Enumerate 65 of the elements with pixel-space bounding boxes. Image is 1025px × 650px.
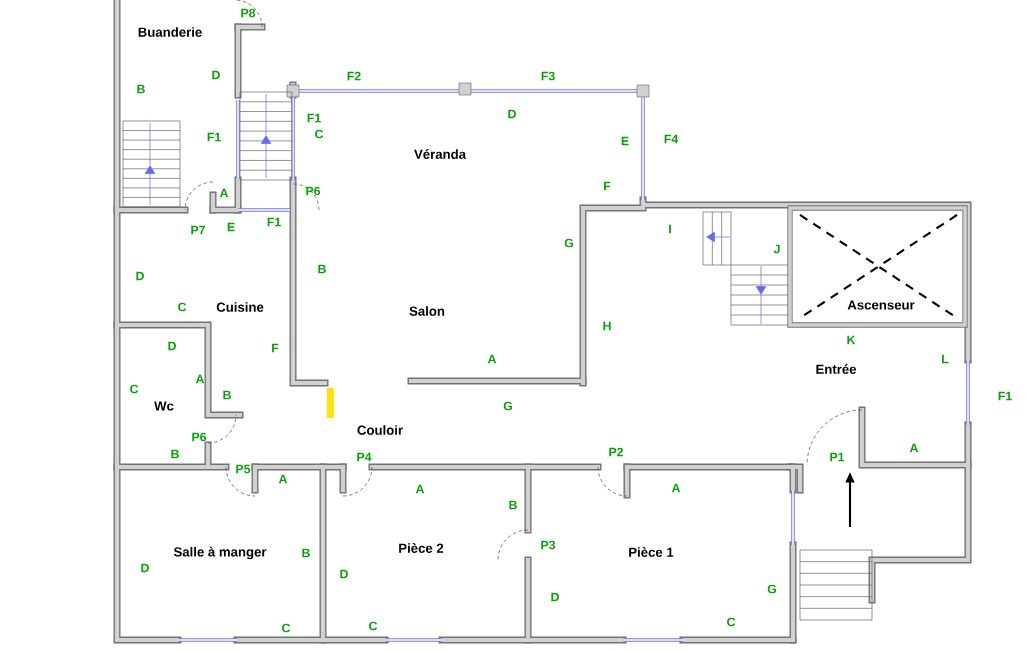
wall-label: B [223, 390, 231, 400]
wall-label: C [727, 617, 736, 627]
wall-label: F3 [541, 71, 555, 81]
wall-label: E [227, 222, 235, 232]
wall-label: J [773, 244, 780, 254]
room-label: Pièce 2 [396, 541, 446, 555]
room-label: Pièce 1 [626, 545, 676, 559]
wall-label: P5 [236, 464, 251, 474]
wall-label: A [671, 483, 681, 493]
wall-label: D [168, 341, 176, 351]
wall-label: P6 [192, 432, 207, 442]
wall-label: H [603, 321, 611, 331]
room-label: Couloir [355, 423, 405, 437]
wall-label: P8 [241, 8, 256, 18]
wall-label: G [767, 584, 776, 594]
room-label: Buanderie [136, 25, 204, 39]
wall-label: F [604, 181, 611, 191]
wall-label: B [318, 264, 326, 274]
wall-label: D [508, 109, 516, 119]
room-label: Salle à manger [171, 545, 269, 561]
wall-label: P7 [191, 225, 205, 235]
wall-label: F4 [664, 134, 679, 144]
wall-label: C [178, 302, 187, 312]
wall-label: G [503, 401, 512, 411]
room-label: Wc [152, 399, 176, 413]
wall-label: F [272, 343, 279, 353]
wall-label: F1 [207, 132, 221, 142]
wall-label: F1 [307, 113, 321, 123]
wall-label: K [847, 335, 856, 345]
wall-label: C [369, 621, 378, 631]
wall-label: I [669, 224, 671, 234]
wall-label: A [487, 354, 497, 364]
wall-label: C [282, 623, 291, 633]
wall-label: D [212, 70, 220, 80]
room-label: Entrée [813, 362, 859, 376]
wall-label: D [141, 563, 149, 573]
wall-label: P3 [541, 540, 556, 550]
wall-label: B [302, 548, 310, 558]
wall-label: A [219, 188, 229, 198]
wall-label: B [137, 84, 145, 94]
room-label: Salon [407, 304, 447, 318]
room-label: Véranda [412, 147, 468, 161]
wall-label: P6 [306, 186, 321, 196]
wall-label: A [415, 484, 425, 494]
wall-label: B [171, 449, 179, 459]
wall-label: P2 [609, 447, 624, 457]
wall-label: P4 [357, 452, 372, 462]
room-label: Cuisine [214, 300, 266, 314]
wall-label: L [942, 354, 949, 364]
wall-label: E [621, 136, 629, 146]
wall-label: F1 [998, 391, 1012, 401]
wall-label: C [315, 129, 324, 139]
wall-label: D [136, 271, 144, 281]
wall-label: A [195, 374, 205, 384]
wall-label: D [340, 569, 348, 579]
wall-label: A [278, 474, 288, 484]
wall-label: D [551, 592, 559, 602]
room-label: Ascenseur [845, 298, 917, 312]
wall-label: C [130, 384, 139, 394]
wall-label: F1 [267, 217, 281, 227]
wall-label: A [909, 443, 919, 453]
wall-label: F2 [347, 71, 361, 81]
wall-label: G [564, 238, 573, 248]
wall-label: B [509, 500, 517, 510]
wall-label: P1 [830, 452, 845, 462]
